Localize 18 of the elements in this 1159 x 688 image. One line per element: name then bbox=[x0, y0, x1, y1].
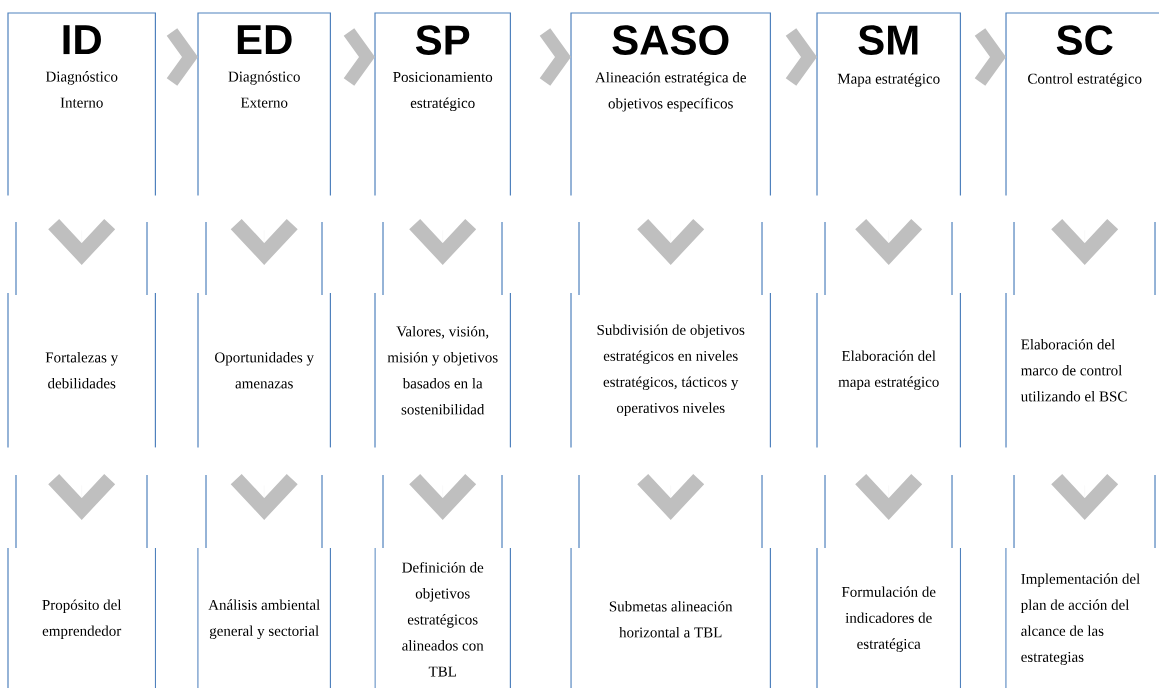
step-box: Definición de objetivos estratégicos alineados con TBL bbox=[374, 547, 511, 688]
step-box: Valores, visión, misión y objetivos basados en la sostenibilidad bbox=[374, 292, 511, 448]
step-box: Propósito del emprendedor bbox=[7, 547, 156, 688]
step-box: Fortalezas y debilidades bbox=[7, 292, 156, 448]
step-box: ED Diagnóstico Externo bbox=[197, 12, 331, 196]
step-box: SP Posicionamiento estratégico bbox=[374, 12, 511, 196]
step-box: Formulación de indicadores de estratégica bbox=[816, 547, 961, 688]
step-box: ID Diagnóstico Interno bbox=[7, 12, 156, 196]
step-box: Oportunidades y amenazas bbox=[197, 292, 331, 448]
step-box: SM Mapa estratégico bbox=[816, 12, 961, 196]
step-box: Elaboración del mapa estratégico bbox=[816, 292, 961, 448]
step-box: SC Control estratégico bbox=[1005, 12, 1159, 196]
step-box: Submetas alineación horizontal a TBL bbox=[570, 547, 771, 688]
step-box: Elaboración del marco de control utilizando el BSC bbox=[1005, 292, 1127, 448]
step-box: Implementación del plan de acción del alcance de las estrategias bbox=[1005, 547, 1140, 688]
step-box: SASO Alineación estratégica de objetivos específicos bbox=[570, 12, 771, 196]
step-box: Subdivisión de objetivos estratégicos en niveles estratégicos, tácticos y operativos niveles bbox=[570, 292, 771, 448]
step-box: Análisis ambiental general y sectorial bbox=[197, 547, 331, 688]
